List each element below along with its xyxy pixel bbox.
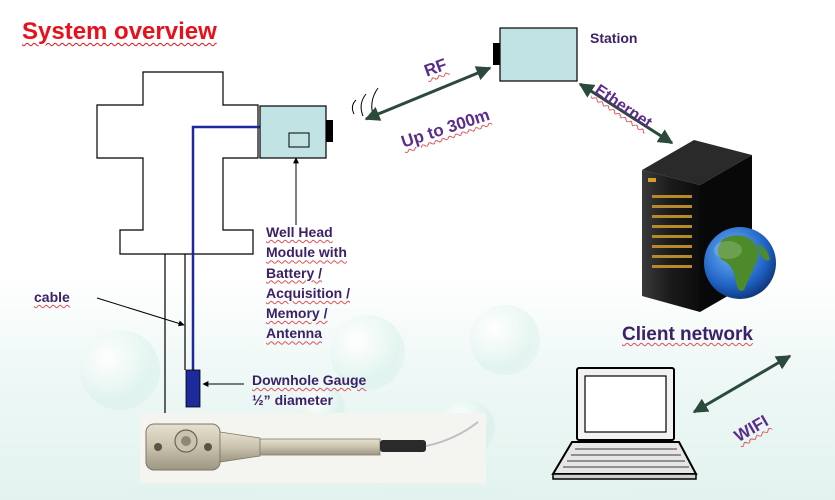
page-title: System overview: [22, 18, 217, 45]
cable-pointer: [96, 297, 185, 327]
gauge-label: Downhole Gauge ½” diameter: [252, 370, 366, 410]
well-head-line: Memory /: [266, 305, 328, 322]
ethernet-arrow: [578, 82, 674, 145]
background-bubble: [470, 305, 540, 375]
gauge-line: Downhole Gauge: [252, 372, 367, 388]
station-label: Station: [590, 30, 638, 46]
downhole-gauge: [185, 369, 201, 408]
background-bubble: [80, 330, 160, 410]
well-head-line: Module with: [266, 244, 347, 261]
station-box: [499, 27, 578, 82]
cable-line: [191, 125, 260, 370]
well-head-line: Antenna: [266, 325, 322, 342]
globe-icon: [704, 227, 776, 299]
downhole-gauge-photo: [140, 413, 486, 483]
client-network-label: Client network: [622, 324, 753, 345]
laptop-icon: [551, 367, 698, 480]
well-head-line: Battery /: [266, 264, 323, 281]
background-bubble: [330, 315, 405, 390]
well-head-line: Well Head: [266, 224, 333, 240]
cable-label: cable: [34, 289, 70, 305]
well-head-outline: [96, 71, 259, 255]
wifi-arrow: [692, 354, 792, 414]
well-head-line: Acquisition /: [266, 284, 350, 301]
signal-waves-icon: [351, 87, 379, 119]
well-head-label: Well Head Module with Battery / Acquisit…: [266, 222, 350, 344]
well-head-module: [259, 105, 327, 159]
rf-arrow: [364, 66, 492, 121]
gauge-line: ½” diameter: [252, 392, 333, 408]
